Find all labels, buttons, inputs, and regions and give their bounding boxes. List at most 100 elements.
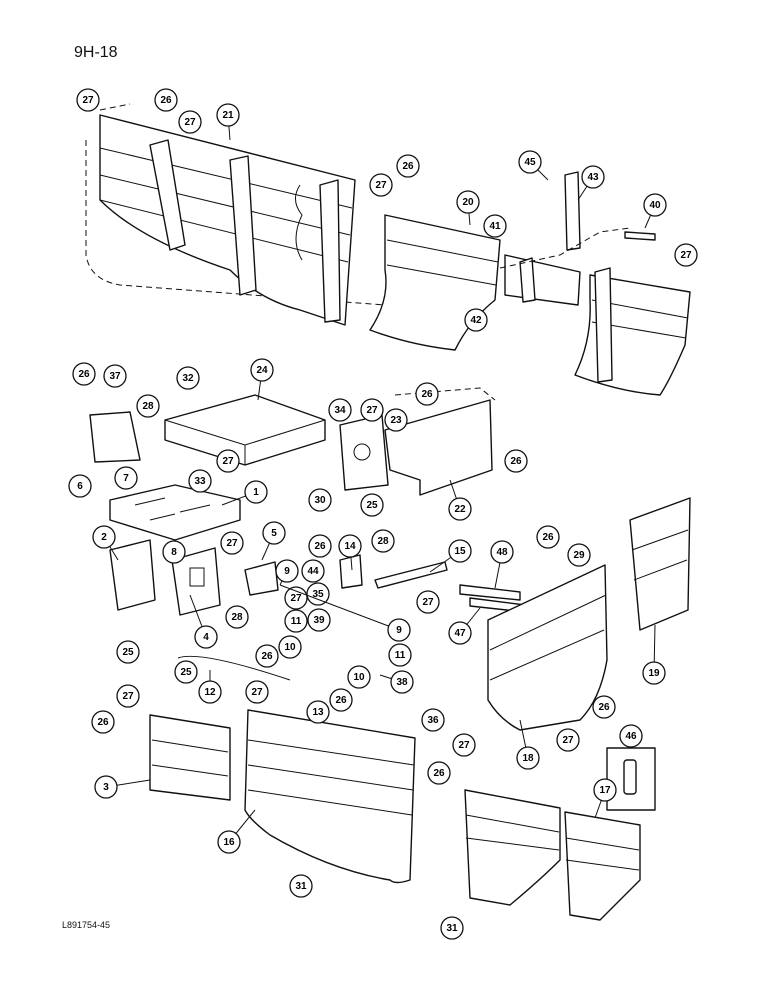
- callout-26: 26: [255, 644, 279, 668]
- svg-text:22: 22: [454, 504, 466, 515]
- callout-leader: [279, 584, 400, 631]
- svg-text:27: 27: [251, 687, 263, 698]
- callout-27: 27: [220, 531, 244, 555]
- callout-18: 18: [516, 746, 540, 770]
- svg-text:27: 27: [562, 735, 574, 746]
- callout-14: 14: [338, 534, 362, 558]
- svg-text:11: 11: [291, 616, 302, 627]
- svg-text:34: 34: [334, 405, 346, 416]
- svg-text:9: 9: [284, 566, 290, 577]
- svg-text:8: 8: [171, 547, 177, 558]
- svg-text:1: 1: [253, 487, 259, 498]
- callout-31: 31: [289, 874, 313, 898]
- svg-text:14: 14: [344, 541, 356, 552]
- callout-16: 16: [217, 830, 241, 854]
- callout-27: 27: [360, 398, 384, 422]
- svg-text:7: 7: [123, 473, 129, 484]
- figure-code: L891754-45: [62, 920, 111, 930]
- svg-text:26: 26: [598, 702, 610, 713]
- svg-text:18: 18: [522, 753, 534, 764]
- svg-text:9: 9: [396, 625, 402, 636]
- callout-38: 38: [390, 670, 414, 694]
- svg-text:27: 27: [422, 597, 434, 608]
- callout-26: 26: [329, 688, 353, 712]
- callout-17: 17: [593, 778, 617, 802]
- svg-text:27: 27: [458, 740, 470, 751]
- callout-1: 1: [244, 480, 268, 504]
- callout-27: 27: [178, 110, 202, 134]
- panel-18-19: [487, 497, 691, 731]
- svg-text:26: 26: [542, 532, 554, 543]
- callout-15: 15: [448, 539, 472, 563]
- svg-text:25: 25: [180, 667, 192, 678]
- callout-27: 27: [76, 88, 100, 112]
- svg-text:5: 5: [271, 528, 277, 539]
- callout-26: 26: [72, 362, 96, 386]
- svg-text:26: 26: [335, 695, 347, 706]
- callout-26: 26: [427, 761, 451, 785]
- callout-32: 32: [176, 366, 200, 390]
- callout-36: 36: [421, 708, 445, 732]
- callout-34: 34: [328, 398, 352, 422]
- svg-text:43: 43: [587, 172, 599, 183]
- callout-26: 26: [154, 88, 178, 112]
- svg-text:4: 4: [203, 632, 209, 643]
- svg-text:28: 28: [142, 401, 154, 412]
- callout-25: 25: [360, 493, 384, 517]
- svg-text:37: 37: [109, 371, 121, 382]
- svg-text:26: 26: [433, 768, 445, 779]
- callout-12: 12: [198, 680, 222, 704]
- svg-text:10: 10: [353, 672, 365, 683]
- callout-47: 47: [448, 621, 472, 645]
- svg-text:26: 26: [160, 95, 172, 106]
- callout-20: 20: [456, 190, 480, 214]
- svg-text:27: 27: [122, 691, 134, 702]
- callout-26: 26: [91, 710, 115, 734]
- callout-21: 21: [216, 103, 240, 127]
- svg-text:27: 27: [680, 250, 692, 261]
- svg-text:27: 27: [222, 456, 234, 467]
- callout-26: 26: [504, 449, 528, 473]
- svg-text:45: 45: [524, 157, 536, 168]
- svg-text:46: 46: [625, 731, 637, 742]
- svg-text:20: 20: [462, 197, 474, 208]
- callout-27: 27: [556, 728, 580, 752]
- svg-text:26: 26: [97, 717, 109, 728]
- svg-text:25: 25: [366, 500, 378, 511]
- callout-29: 29: [567, 543, 591, 567]
- callout-10: 10: [347, 665, 371, 689]
- panel-21-group: [85, 103, 386, 326]
- callout-28: 28: [225, 605, 249, 629]
- svg-text:6: 6: [77, 481, 83, 492]
- callout-26: 26: [396, 154, 420, 178]
- callout-27: 27: [369, 173, 393, 197]
- callout-22: 22: [448, 497, 472, 521]
- callout-19: 19: [642, 661, 666, 685]
- callout-27: 27: [452, 733, 476, 757]
- callout-27: 27: [216, 449, 240, 473]
- page-title: 9H-18: [74, 44, 118, 61]
- svg-text:31: 31: [295, 881, 307, 892]
- callout-33: 33: [188, 469, 212, 493]
- callout-43: 43: [581, 165, 605, 189]
- callout-25: 25: [174, 660, 198, 684]
- callout-37: 37: [103, 364, 127, 388]
- svg-text:28: 28: [231, 612, 243, 623]
- svg-text:19: 19: [648, 668, 660, 679]
- callout-48: 48: [490, 540, 514, 564]
- svg-text:27: 27: [184, 117, 196, 128]
- svg-text:39: 39: [313, 615, 325, 626]
- callout-7: 7: [114, 466, 138, 490]
- callout-42: 42: [464, 308, 488, 332]
- panel-20-group: [369, 171, 691, 396]
- callout-27: 27: [416, 590, 440, 614]
- callout-30: 30: [308, 488, 332, 512]
- svg-text:36: 36: [427, 715, 439, 726]
- callout-9: 9: [275, 559, 299, 583]
- callout-45: 45: [518, 150, 542, 174]
- svg-text:2: 2: [101, 532, 107, 543]
- svg-text:28: 28: [377, 536, 389, 547]
- bracket-parts: [109, 539, 526, 681]
- callout-46: 46: [619, 724, 643, 748]
